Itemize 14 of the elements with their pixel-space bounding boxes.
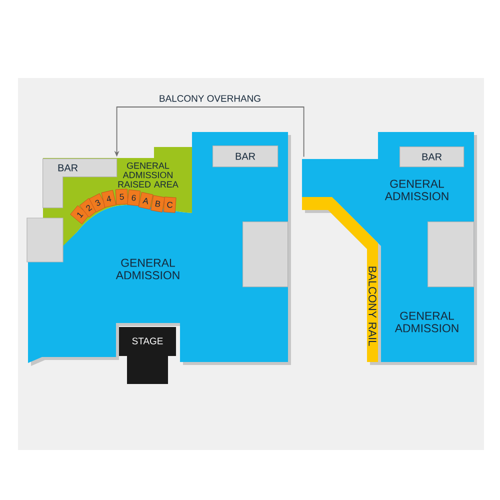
seat-tab: B <box>150 195 166 212</box>
bar-box: BAR <box>212 146 278 168</box>
seat-tab: 4 <box>101 190 116 208</box>
blank-box <box>242 222 288 288</box>
leader-line <box>210 106 304 158</box>
seat-tab: 5 <box>115 188 128 205</box>
seat-tab: A <box>138 192 154 210</box>
bar-box: BAR <box>400 146 464 168</box>
seat-tab: 6 <box>127 190 141 206</box>
leader-label: BALCONY OVERHANG <box>160 95 260 102</box>
stage-block: STAGE <box>119 327 176 384</box>
rail-band: BALCONY RAIL <box>302 197 381 365</box>
blank-box <box>428 222 474 288</box>
blank-box <box>26 218 64 262</box>
